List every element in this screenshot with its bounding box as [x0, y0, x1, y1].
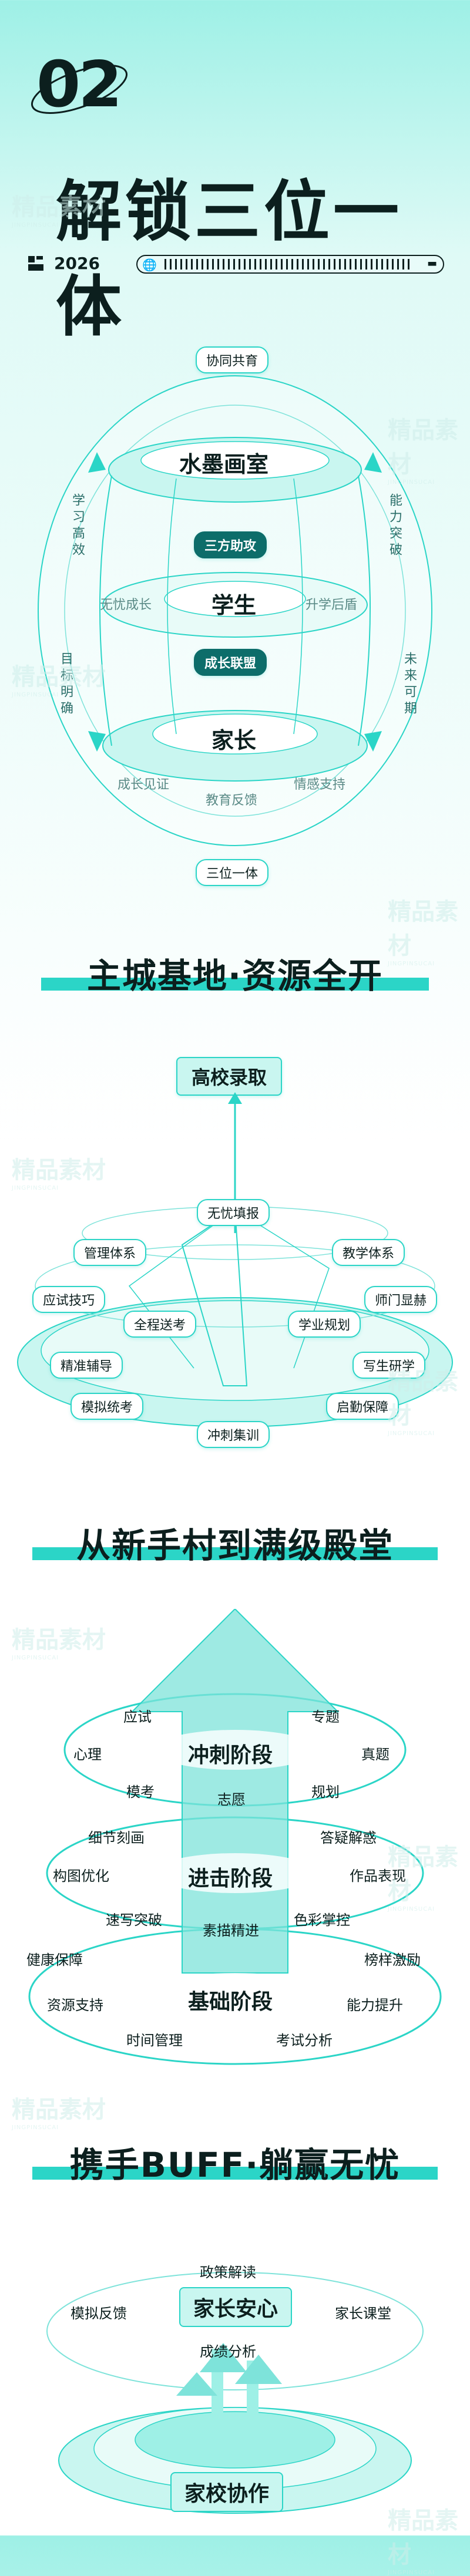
item-sketching: 写生研学	[352, 1352, 426, 1379]
advance-item-color: 色彩掌控	[294, 1912, 350, 1928]
progress-bar: 🌐 ▬	[136, 255, 444, 274]
title-highlight-3	[32, 2167, 438, 2180]
advance-item-sketch: 素描精进	[203, 1922, 259, 1939]
advance-item-speed: 速写突破	[106, 1912, 162, 1928]
label-growth-witness: 成长见证	[118, 777, 170, 792]
item-exam-skills: 应试技巧	[32, 1286, 106, 1313]
advance-item-layout: 构图优化	[53, 1868, 109, 1884]
title-highlight	[41, 978, 429, 991]
number-orbit-decoration	[31, 65, 128, 114]
progress-stripes	[164, 259, 411, 270]
sprint-item-plan: 规划	[311, 1784, 340, 1800]
item-filling: 无忧填报	[197, 1199, 270, 1226]
node-school: 水墨画室	[179, 452, 269, 477]
item-planning: 学业规划	[288, 1311, 361, 1338]
item-policy: 政策解读	[200, 2264, 256, 2281]
item-support: 启勤保障	[326, 1393, 400, 1420]
item-teaching: 教学体系	[332, 1239, 405, 1266]
year-label: 2026	[54, 254, 100, 273]
advance-item-detail: 细节刻画	[88, 1830, 145, 1846]
label-clear-goal: 目标明确	[58, 652, 73, 718]
stage-sprint: 冲刺阶段	[188, 1743, 273, 1767]
sprint-item-mock: 模考	[126, 1784, 155, 1800]
globe-icon: 🌐	[142, 258, 157, 272]
sprint-item-mind: 心理	[73, 1746, 102, 1763]
label-edu-feedback: 教育反馈	[206, 793, 258, 808]
item-tutoring: 精准辅导	[50, 1352, 123, 1379]
item-mock-exam: 模拟统考	[70, 1393, 144, 1420]
sprint-item-topic: 专题	[311, 1709, 340, 1725]
buff-diagram	[46, 2272, 424, 2514]
pill-cooperation: 协同共育	[196, 346, 269, 373]
basic-item-health: 健康保障	[26, 1952, 83, 1968]
item-parent-class: 家长课堂	[335, 2305, 391, 2322]
item-sprint: 冲刺集训	[197, 1421, 270, 1448]
node-home-school: 家校协作	[170, 2472, 284, 2512]
sprint-item-real: 真题	[361, 1746, 390, 1763]
stage-advance: 进击阶段	[188, 1867, 273, 1891]
advance-item-works: 作品表现	[350, 1868, 406, 1884]
pill-trinity: 三位一体	[196, 859, 269, 886]
basic-item-ability: 能力提升	[347, 1997, 403, 2013]
node-parent-peace: 家长安心	[179, 2287, 293, 2327]
item-mentors: 师门显赫	[364, 1286, 438, 1313]
basic-item-time: 时间管理	[126, 2032, 183, 2049]
basic-item-resources: 资源支持	[47, 1997, 103, 2013]
item-mock-feedback: 模拟反馈	[70, 2305, 127, 2322]
tag-assist: 三方助攻	[194, 531, 267, 558]
item-escort: 全程送考	[123, 1311, 197, 1338]
item-management: 管理体系	[73, 1239, 147, 1266]
label-promising-future: 未来可期	[402, 652, 417, 718]
section-title-buff: 携手BUFF·躺赢无忧	[69, 2145, 401, 2185]
advance-item-qa: 答疑解惑	[320, 1830, 377, 1846]
label-emotion-support: 情感支持	[294, 777, 346, 792]
sprint-item-wish: 志愿	[217, 1792, 246, 1808]
logo-icon	[28, 256, 43, 271]
basic-item-model: 榜样激励	[364, 1952, 421, 1968]
basic-item-analysis: 考试分析	[276, 2032, 333, 2049]
stages-diagram	[28, 1609, 442, 2065]
label-worry-free: 无忧成长	[100, 598, 152, 612]
title-highlight-2	[32, 1547, 438, 1560]
stage-basic: 基础阶段	[188, 1990, 273, 2014]
node-student: 学生	[212, 592, 257, 618]
item-grade-analysis: 成绩分析	[200, 2343, 256, 2360]
tag-growth: 成长联盟	[194, 649, 267, 676]
label-ability-breakthrough: 能力突破	[387, 493, 402, 559]
section-title-base: 主城基地·资源全开	[86, 956, 384, 996]
label-upgrade: 升学后盾	[306, 598, 358, 612]
page-title: 解锁三位一体	[56, 174, 402, 345]
arrow-right-icon: ▬	[427, 257, 437, 270]
section-number: 02	[36, 48, 122, 122]
sprint-item-exam: 应试	[123, 1709, 152, 1725]
section-title-stages: 从新手村到满级殿堂	[76, 1526, 394, 1565]
cooperation-diagram	[38, 375, 432, 846]
node-admission: 高校录取	[176, 1057, 283, 1096]
label-learning-efficient: 学习高效	[70, 493, 85, 559]
node-parent: 家长	[212, 728, 257, 753]
